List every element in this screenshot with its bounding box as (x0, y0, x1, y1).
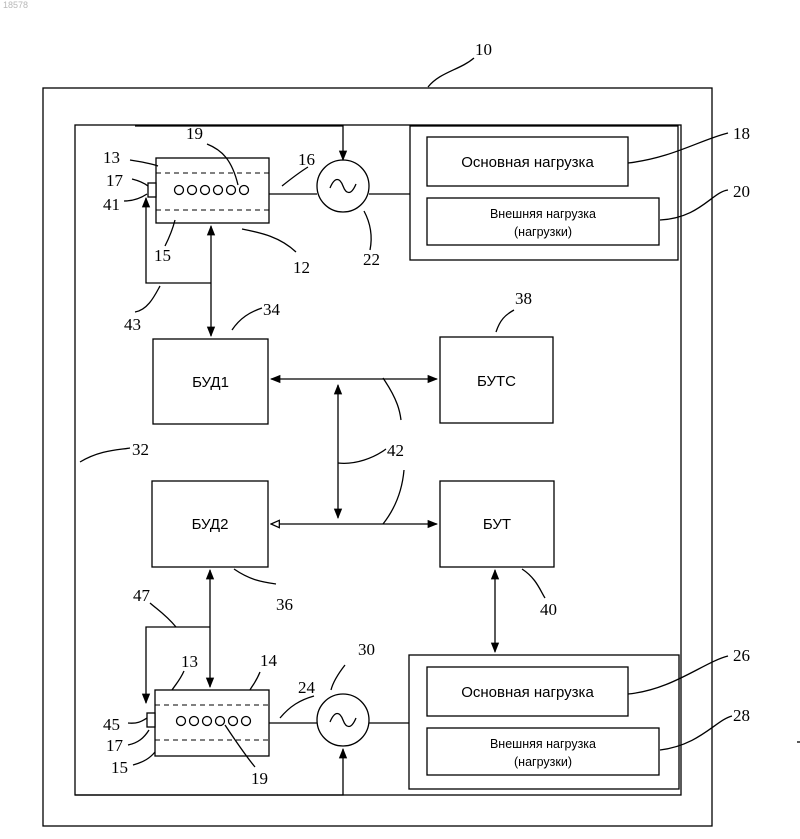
ref-47: 47 (133, 586, 151, 605)
ref-17-lower: 17 (106, 736, 124, 755)
main-load-18-label: Основная нагрузка (461, 154, 594, 171)
ref-36: 36 (276, 595, 293, 614)
bud2-label: БУД2 (192, 516, 229, 533)
ref-28: 28 (733, 706, 750, 725)
engine-14 (155, 690, 269, 756)
external-load-28-label-line2: (нагрузки) (514, 755, 572, 769)
external-load-20-label-line2: (нагрузки) (514, 225, 572, 239)
ref-38: 38 (515, 289, 532, 308)
ref-43: 43 (124, 315, 141, 334)
external-load-20-label-line1: Внешняя нагрузка (490, 207, 596, 221)
ref-40: 40 (540, 600, 557, 619)
ref-34: 34 (263, 300, 281, 319)
main-load-26-label: Основная нагрузка (461, 684, 594, 701)
ref-17-upper: 17 (106, 171, 124, 190)
ref-32: 32 (132, 440, 149, 459)
ref-10: 10 (475, 40, 492, 59)
ref-45: 45 (103, 715, 120, 734)
ref-13-upper: 13 (103, 148, 120, 167)
ref-22: 22 (363, 250, 380, 269)
ref-16: 16 (298, 150, 315, 169)
sensor-17-lower (147, 713, 155, 727)
ref-12: 12 (293, 258, 310, 277)
engine-12 (156, 158, 269, 223)
ref-26: 26 (733, 646, 750, 665)
ref-13-lower: 13 (181, 652, 198, 671)
external-load-28-label-line1: Внешняя нагрузка (490, 737, 596, 751)
sensor-17 (148, 183, 156, 197)
ref-19-lower: 19 (251, 769, 268, 788)
ref-42: 42 (387, 441, 404, 460)
ref-19-upper: 19 (186, 124, 203, 143)
buts-label: БУТС (477, 373, 516, 390)
ref-18: 18 (733, 124, 750, 143)
ref-20: 20 (733, 182, 750, 201)
but-label: БУТ (483, 516, 511, 533)
ref-15-lower: 15 (111, 758, 128, 777)
ref-24: 24 (298, 678, 316, 697)
ref-30: 30 (358, 640, 375, 659)
ref-14: 14 (260, 651, 278, 670)
bud1-label: БУД1 (192, 374, 229, 391)
ref-41: 41 (103, 195, 120, 214)
ref-15-upper: 15 (154, 246, 171, 265)
